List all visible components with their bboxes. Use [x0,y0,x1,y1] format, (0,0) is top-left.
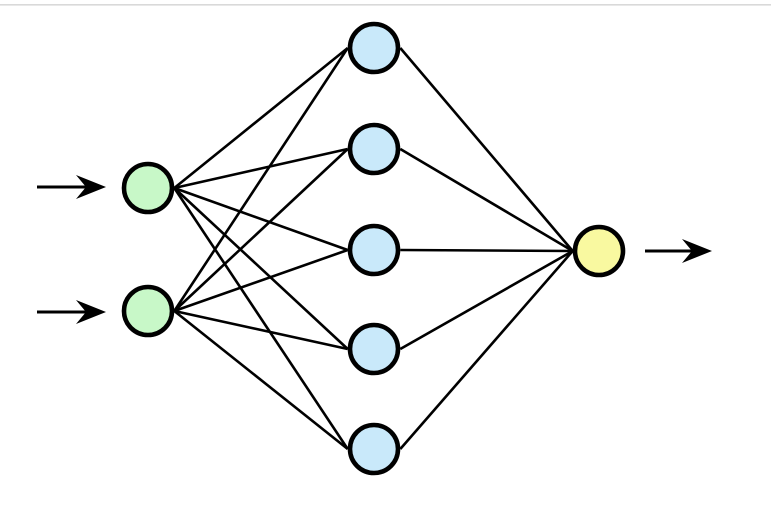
hidden-node-h4 [347,322,401,376]
edge-h5-out1 [399,250,574,450]
edge-in1-h5 [173,187,349,450]
input-node-in1 [121,161,175,215]
output-arrow [645,239,712,263]
edge-h3-out1 [400,248,573,253]
hidden-node-h5 [347,422,401,476]
top-border-rule [0,4,771,6]
edge-h1-out1 [399,47,574,252]
output-arrow-head [682,239,712,263]
input-arrow-1 [37,175,106,199]
edge-h2-out1 [399,147,574,253]
edge-in2-h1 [173,47,349,312]
input-node-in2 [121,284,175,338]
edge-h4-out1 [399,249,574,351]
input-arrow-1-head [76,175,106,199]
edge-in2-h3 [173,248,349,313]
input-arrow-2 [37,300,106,324]
hidden-node-h1 [347,21,401,75]
hidden-node-h2 [347,122,401,176]
edge-in2-h2 [173,148,349,312]
output-node-out1 [572,224,626,278]
input-arrow-2-head [76,300,106,324]
edge-in1-h2 [174,147,348,190]
edge-in1-h1 [173,46,349,190]
edge-in1-h4 [173,187,349,350]
hidden-node-h3 [347,223,401,277]
edge-in2-h5 [173,309,349,451]
edge-in1-h3 [173,186,349,252]
edge-in2-h4 [174,309,348,351]
